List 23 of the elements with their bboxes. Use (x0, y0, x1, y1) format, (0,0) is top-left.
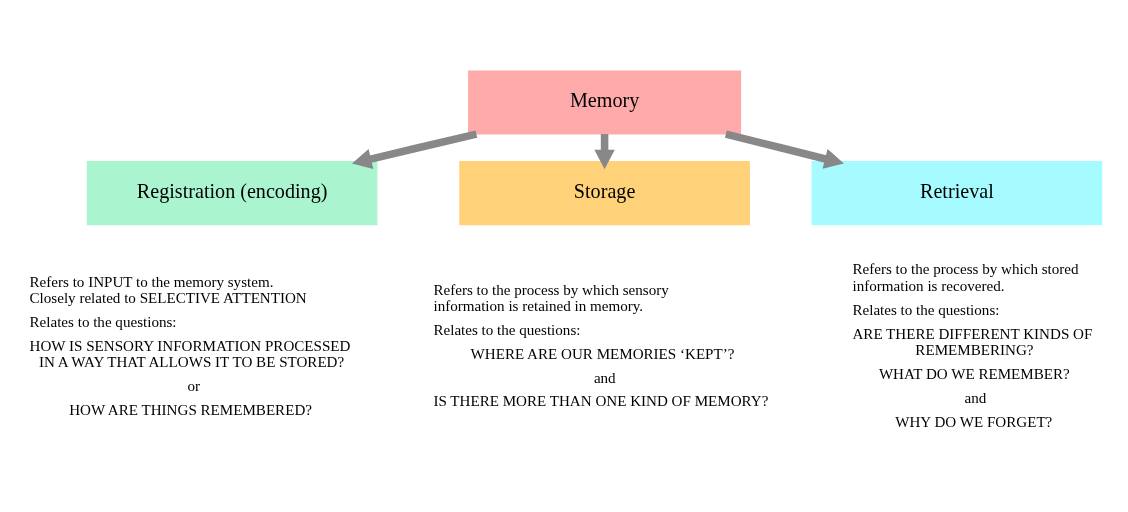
node-label: or (187, 378, 201, 395)
node-label: WHAT DO WE REMEMBER? (878, 365, 1070, 382)
arrow (724, 130, 844, 169)
node-label: ARE THERE DIFFERENT KINDS OF REMEMBERING? (852, 325, 1093, 358)
node-label: WHERE ARE OUR MEMORIES ‘KEPT’? (470, 345, 735, 362)
node-label: Relates to the questions: (433, 321, 581, 338)
node-label: Relates to the questions: (29, 314, 177, 331)
node-label: HOW IS SENSORY INFORMATION PROCESSED IN A WAY THAT ALLOWS IT TO BE STORED? (29, 338, 351, 371)
node-label: Refers to INPUT to the memory system. Closely related to SELECTIVE ATTENTION (29, 273, 307, 307)
node-label: IS THERE MORE THAN ONE KIND OF MEMORY? (433, 393, 769, 410)
arrow (352, 130, 478, 169)
node-label: Refers to the process by which sensory information is retained in memory. (433, 281, 669, 314)
node-box: Storage (459, 161, 750, 226)
node-label: and (964, 389, 987, 406)
node-label: HOW ARE THINGS REMEMBERED? (69, 402, 312, 419)
node-label: Refers to the process by which stored information is recovered. (852, 261, 1079, 294)
node-label: Relates to the questions: (852, 301, 1000, 318)
node-box: Memory (468, 70, 742, 135)
node-box: Registration (encoding) (86, 161, 378, 226)
arrow (594, 134, 615, 170)
node-label: WHY DO WE FORGET? (895, 413, 1053, 430)
node-label: and (593, 369, 616, 386)
node-box: Retrieval (811, 161, 1103, 226)
